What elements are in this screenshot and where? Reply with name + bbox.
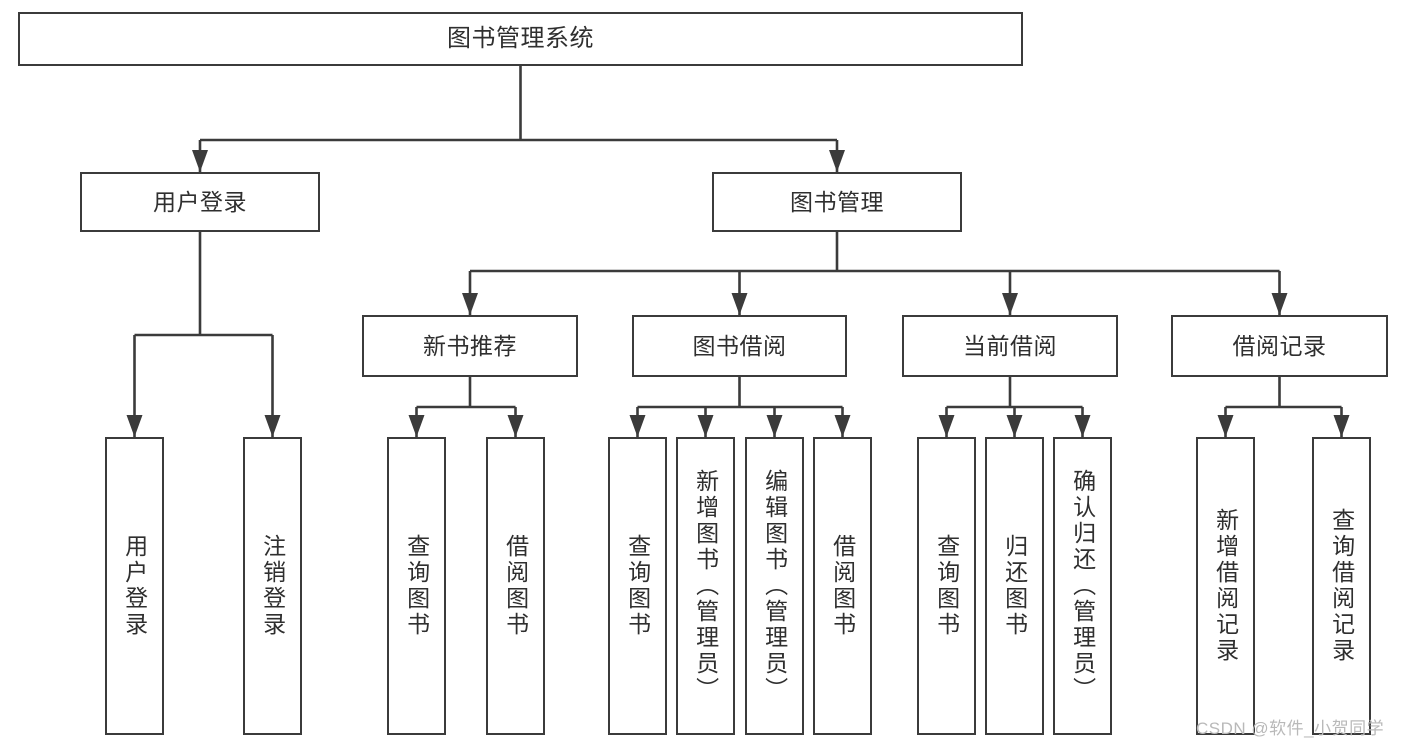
node-leaf-cb-confirm[interactable]: 确认归还（管理员）: [1053, 437, 1112, 735]
arrow-head: [1002, 293, 1018, 315]
node-label: 查询图书: [403, 534, 430, 638]
node-leaf-bb-borrow[interactable]: 借阅图书: [813, 437, 872, 735]
arrow-head: [1333, 415, 1350, 437]
node-label: 新书推荐: [423, 332, 517, 359]
node-label: 注销登录: [259, 534, 286, 638]
node-leaf-rec-borrow[interactable]: 借阅图书: [486, 437, 545, 735]
node-label: 图书借阅: [692, 332, 787, 359]
arrow-head: [192, 150, 208, 172]
node-label: 借阅图书: [502, 534, 529, 638]
node-book-mgmt[interactable]: 图书管理: [712, 172, 962, 232]
node-label: 当前借阅: [963, 332, 1057, 359]
node-leaf-bb-add[interactable]: 新增图书（管理员）: [676, 437, 735, 735]
arrow-head: [938, 415, 955, 437]
arrow-head: [1271, 293, 1288, 315]
arrow-head: [766, 415, 783, 437]
node-label: 编辑图书（管理员）: [761, 469, 788, 703]
node-leaf-rec-query[interactable]: 查询图书: [387, 437, 446, 735]
node-book-borrow[interactable]: 图书借阅: [632, 315, 847, 377]
node-leaf-cb-return[interactable]: 归还图书: [985, 437, 1044, 735]
node-leaf-cb-query[interactable]: 查询图书: [917, 437, 976, 735]
arrow-head: [264, 415, 281, 437]
node-label: 确认归还（管理员）: [1069, 469, 1096, 703]
arrow-head: [507, 415, 524, 437]
arrow-head: [126, 415, 143, 437]
node-label: 查询图书: [933, 534, 960, 638]
csdn-watermark: CSDN @软件_小贺同学: [1196, 719, 1385, 738]
node-leaf-user-logout[interactable]: 注销登录: [243, 437, 302, 735]
arrow-head: [408, 415, 425, 437]
arrow-head: [731, 293, 748, 315]
node-root[interactable]: 图书管理系统: [18, 12, 1023, 66]
arrow-head: [697, 415, 714, 437]
node-label: 借阅记录: [1232, 332, 1327, 359]
arrow-head: [829, 150, 845, 172]
node-label: 新增借阅记录: [1212, 508, 1239, 664]
node-leaf-br-add[interactable]: 新增借阅记录: [1196, 437, 1255, 735]
arrow-head: [1006, 415, 1023, 437]
node-leaf-br-query[interactable]: 查询借阅记录: [1312, 437, 1371, 735]
node-user-login[interactable]: 用户登录: [80, 172, 320, 232]
node-label: 图书管理: [790, 188, 884, 215]
node-label: 查询借阅记录: [1328, 508, 1355, 664]
arrow-head: [834, 415, 851, 437]
arrow-head: [1074, 415, 1091, 437]
node-current-borrow[interactable]: 当前借阅: [902, 315, 1118, 377]
node-borrow-record[interactable]: 借阅记录: [1171, 315, 1388, 377]
node-label: 新增图书（管理员）: [692, 469, 719, 703]
node-label: 图书管理系统: [447, 25, 594, 53]
arrow-head: [1217, 415, 1234, 437]
node-label: 用户登录: [121, 534, 148, 638]
node-leaf-user-login[interactable]: 用户登录: [105, 437, 164, 735]
node-label: 用户登录: [153, 188, 247, 215]
node-label: 借阅图书: [829, 534, 856, 638]
node-leaf-bb-edit[interactable]: 编辑图书（管理员）: [745, 437, 804, 735]
node-label: 查询图书: [624, 534, 651, 638]
node-leaf-bb-query[interactable]: 查询图书: [608, 437, 667, 735]
arrow-head: [462, 293, 478, 315]
edge-group: [126, 66, 1350, 437]
arrow-head: [629, 415, 646, 437]
node-label: 归还图书: [1001, 534, 1028, 638]
node-new-book-rec[interactable]: 新书推荐: [362, 315, 578, 377]
